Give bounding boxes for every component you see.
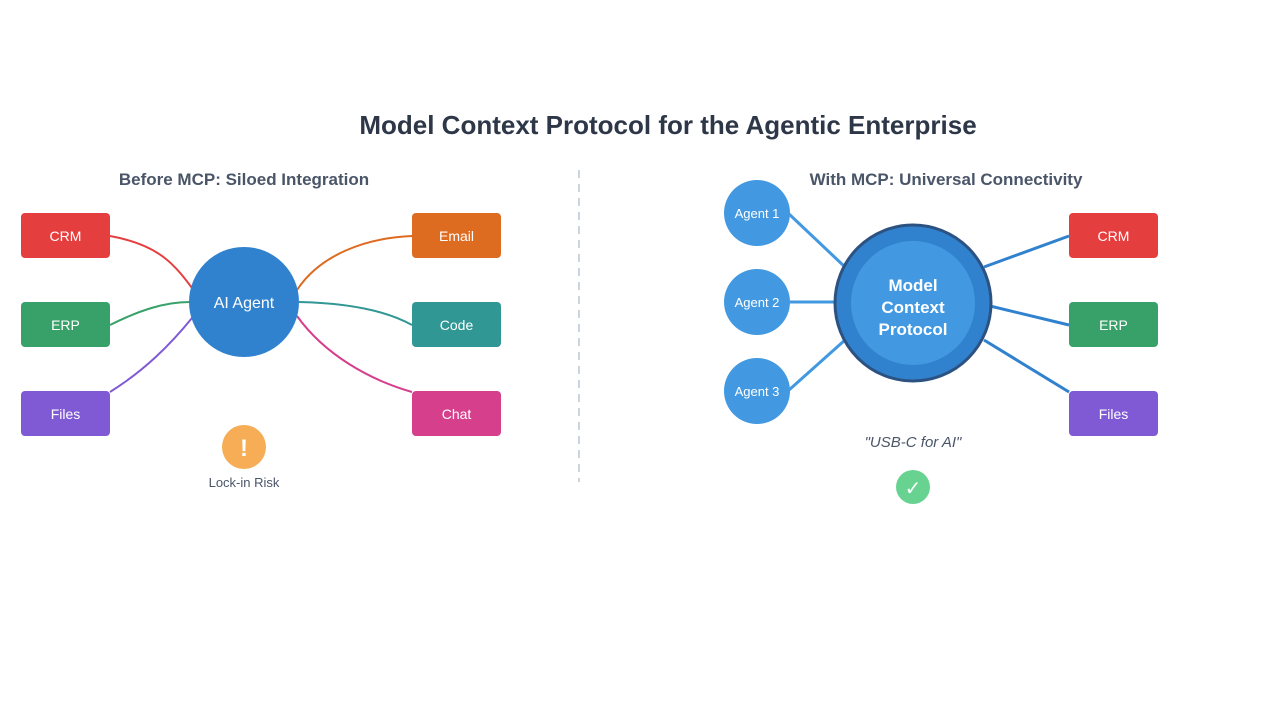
- system-box-email: Email: [412, 213, 501, 258]
- page-title: Model Context Protocol for the Agentic E…: [359, 110, 976, 140]
- lock-in-caption: Lock-in Risk: [209, 475, 280, 490]
- system-box-crm: CRM: [21, 213, 110, 258]
- mcp-system-label-crm: CRM: [1098, 228, 1130, 244]
- mcp-hub-line-2: Context: [881, 298, 945, 317]
- agent-node-2: Agent 2: [724, 269, 790, 335]
- mcp-files-link: [983, 338, 1070, 394]
- connector-crm: [109, 235, 196, 293]
- connector-erp: [109, 301, 191, 326]
- mcp-hub-line-1: Model: [888, 276, 937, 295]
- checkmark-icon: [896, 470, 930, 504]
- mcp-system-box-crm: CRM: [1069, 213, 1158, 258]
- exclamation-symbol: !: [240, 435, 248, 462]
- exclamation-icon: [222, 425, 266, 469]
- system-box-code: Code: [412, 302, 501, 347]
- agent-label-1: Agent 1: [735, 206, 780, 221]
- system-box-files: Files: [21, 391, 110, 436]
- system-label-chat: Chat: [442, 406, 472, 422]
- agent3-link: [788, 338, 846, 392]
- before-heading: Before MCP: Siloed Integration: [119, 170, 369, 189]
- agent1-link: [787, 212, 847, 269]
- mcp-hub-line-3: Protocol: [879, 320, 948, 339]
- ai-agent-hub: AI Agent: [189, 247, 299, 357]
- mcp-system-box-erp: ERP: [1069, 302, 1158, 347]
- connector-code: [298, 301, 413, 326]
- mcp-erp-link: [989, 304, 1070, 327]
- system-label-files: Files: [51, 406, 81, 422]
- checkmark-symbol: ✓: [905, 476, 922, 500]
- mcp-crm-link: [983, 234, 1070, 269]
- agent-label-3: Agent 3: [735, 384, 780, 399]
- mcp-hub: Model Context Protocol: [833, 223, 993, 383]
- system-label-erp: ERP: [51, 317, 80, 333]
- after-heading: With MCP: Universal Connectivity: [810, 170, 1083, 189]
- mcp-system-label-files: Files: [1099, 406, 1129, 422]
- system-label-crm: CRM: [50, 228, 82, 244]
- agent-label-2: Agent 2: [735, 295, 780, 310]
- agent-node-3: Agent 3: [724, 358, 790, 424]
- connector-files: [109, 317, 193, 393]
- ai-agent-label: AI Agent: [214, 295, 275, 312]
- mcp-system-label-erp: ERP: [1099, 317, 1128, 333]
- usb-c-tagline: "USB-C for AI": [865, 434, 962, 451]
- system-box-erp: ERP: [21, 302, 110, 347]
- system-box-chat: Chat: [412, 391, 501, 436]
- agent-node-1: Agent 1: [724, 180, 790, 246]
- success-indicator: ✓: [896, 470, 930, 504]
- connector-chat: [296, 315, 413, 393]
- lock-in-warning: ! Lock-in Risk: [209, 425, 280, 490]
- system-label-email: Email: [439, 228, 474, 244]
- connector-email: [296, 235, 413, 291]
- mcp-system-box-files: Files: [1069, 391, 1158, 436]
- system-label-code: Code: [440, 317, 474, 333]
